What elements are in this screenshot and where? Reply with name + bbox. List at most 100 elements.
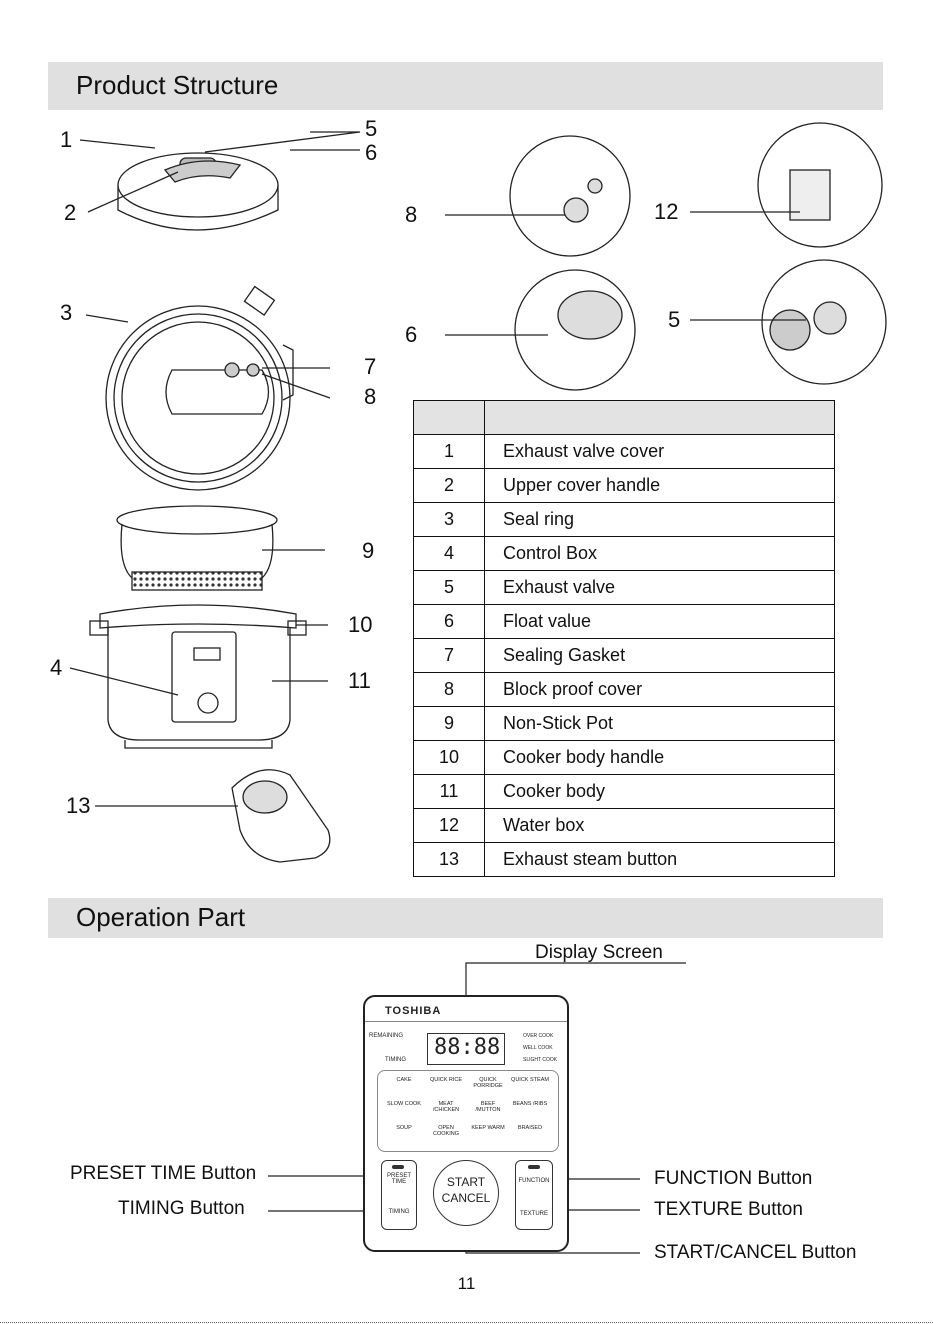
part-name: Seal ring <box>484 502 835 537</box>
part-number: 6 <box>413 604 485 639</box>
preset-time-label: PRESET TIME Button <box>70 1163 257 1184</box>
operation-part-header: Operation Part <box>48 898 883 938</box>
part-number: 3 <box>413 502 485 537</box>
callout-1: 1 <box>60 127 73 152</box>
part-name: Exhaust valve cover <box>484 434 835 469</box>
inner-pot-illustration <box>116 505 278 591</box>
menu-grid: CAKE QUICK RICE QUICK PORRIDGE QUICK STEAM S… <box>377 1070 559 1152</box>
menu-item: QUICK RICE <box>429 1077 463 1083</box>
preset-time-button[interactable]: PRESET TIME TIMING <box>381 1160 417 1230</box>
timing-indicator: TIMING <box>385 1057 406 1063</box>
detail-circle-12 <box>757 122 883 248</box>
detail-circle-8 <box>509 135 631 257</box>
timing-label: TIMING Button <box>118 1198 245 1219</box>
function-label: FUNCTION Button <box>654 1168 813 1189</box>
menu-item: QUICK PORRIDGE <box>473 1077 503 1089</box>
part-number: 10 <box>413 740 485 775</box>
part-name: Non-Stick Pot <box>484 706 835 741</box>
menu-item: SLOW COOK <box>387 1101 421 1107</box>
texture-label: TEXTURE Button <box>654 1199 803 1220</box>
texture-button[interactable]: TEXTURE <box>519 1211 548 1217</box>
callout-5: 5 <box>365 116 378 141</box>
function-button[interactable]: FUNCTION TEXTURE <box>515 1160 553 1230</box>
callout-3: 3 <box>60 300 73 325</box>
callout-7: 7 <box>364 354 377 379</box>
part-number: 12 <box>413 808 485 843</box>
callout-9: 9 <box>362 538 375 563</box>
part-name: Cooker body handle <box>484 740 835 775</box>
callout-5-detail: 5 <box>668 307 681 332</box>
callout-6-detail: 6 <box>405 322 418 347</box>
product-structure-header: Product Structure <box>48 62 883 110</box>
table-header-row <box>413 400 835 435</box>
part-number: 7 <box>413 638 485 673</box>
detail-circle-6 <box>514 269 636 391</box>
part-name: Sealing Gasket <box>484 638 835 673</box>
callout-10: 10 <box>348 612 373 637</box>
menu-item: OPEN COOKING <box>433 1125 459 1137</box>
part-name: Float value <box>484 604 835 639</box>
section-title: Product Structure <box>76 70 279 100</box>
timing-button[interactable]: TIMING <box>388 1209 410 1215</box>
well-cook-indicator: WELL COOK <box>523 1045 553 1051</box>
part-name: Control Box <box>484 536 835 571</box>
part-number: 11 <box>413 774 485 809</box>
part-number: 8 <box>413 672 485 707</box>
callout-4: 4 <box>50 655 63 680</box>
display-screen-label: Display Screen <box>535 942 663 963</box>
callout-12: 12 <box>654 199 679 224</box>
product-illustrations <box>69 122 887 863</box>
part-number: 1 <box>413 434 485 469</box>
brand-logo: TOSHIBA <box>385 1005 442 1017</box>
page-bottom-border <box>0 1322 933 1323</box>
part-name: Exhaust steam button <box>484 842 835 877</box>
callout-6: 6 <box>365 140 378 165</box>
display-screen: 88:88 <box>427 1033 505 1065</box>
slight-cook-indicator: SLIGHT COOK <box>523 1057 558 1063</box>
menu-item: MEAT /CHICKEN <box>432 1101 460 1113</box>
over-cook-indicator: OVER COOK <box>523 1033 554 1039</box>
menu-item: SOUP <box>396 1125 412 1131</box>
menu-item: CAKE <box>396 1077 412 1083</box>
menu-item: QUICK STEAM <box>511 1077 549 1083</box>
part-number: 5 <box>413 570 485 605</box>
menu-item: BEANS /RIBS <box>512 1101 548 1107</box>
part-name: Water box <box>484 808 835 843</box>
menu-item: BRAISED <box>517 1125 543 1131</box>
control-panel: TOSHIBA REMAINING TIMING 88:88 OVER COOK… <box>363 995 569 1252</box>
exhaust-button-illustration <box>231 769 331 863</box>
page-number: 11 <box>457 1274 476 1293</box>
menu-item: KEEP WARM <box>471 1125 505 1131</box>
menu-item: BEEF /MUTTON <box>475 1101 501 1113</box>
lid-illustration <box>117 152 279 231</box>
part-name: Block proof cover <box>484 672 835 707</box>
callout-2: 2 <box>64 200 77 225</box>
start-cancel-label: START/CANCEL Button <box>654 1242 857 1263</box>
lid-top-view-illustration <box>105 285 294 491</box>
section-title: Operation Part <box>76 902 246 932</box>
detail-circle-5 <box>761 259 887 385</box>
callout-8: 8 <box>364 384 377 409</box>
callout-8-detail: 8 <box>405 202 418 227</box>
start-cancel-button[interactable]: START CANCEL <box>433 1160 499 1226</box>
callout-13: 13 <box>66 793 91 818</box>
part-number: 13 <box>413 842 485 877</box>
part-number: 9 <box>413 706 485 741</box>
part-name: Exhaust valve <box>484 570 835 605</box>
remaining-indicator: REMAINING <box>369 1033 404 1039</box>
cooker-body-illustration <box>89 604 307 749</box>
part-name: Cooker body <box>484 774 835 809</box>
